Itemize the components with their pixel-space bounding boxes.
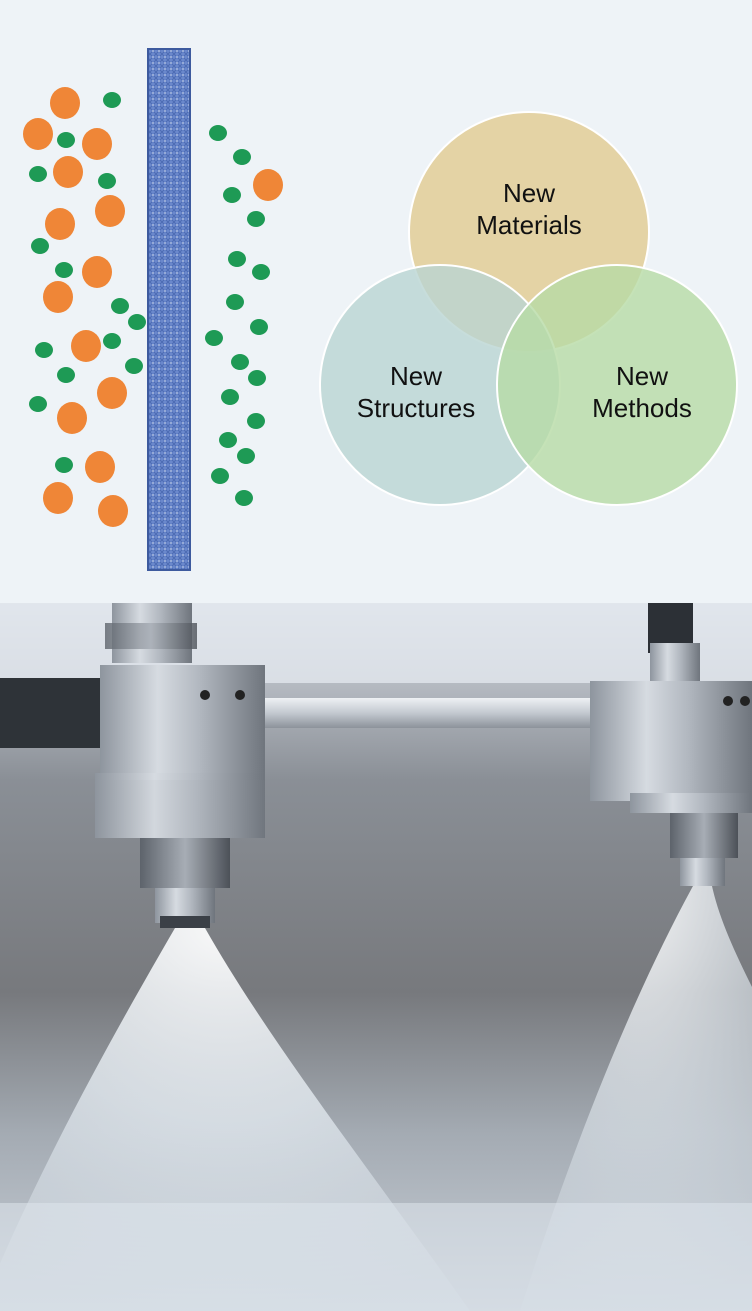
large-particle	[57, 402, 87, 434]
venn-label-structures-line2: Structures	[357, 393, 476, 423]
spray-nozzle-photo	[0, 603, 752, 1311]
small-particle	[57, 132, 75, 148]
small-particle	[247, 211, 265, 227]
small-particle	[31, 238, 49, 254]
left-manifold-block	[100, 665, 265, 780]
small-particle	[29, 396, 47, 412]
small-particle	[233, 149, 251, 165]
large-particle	[97, 377, 127, 409]
mounting-rail	[230, 698, 650, 728]
spray-nozzle-illustration	[0, 603, 752, 1311]
large-particle	[71, 330, 101, 362]
small-particle	[103, 92, 121, 108]
large-particle	[253, 169, 283, 201]
membrane-filter	[147, 48, 191, 571]
small-particle	[248, 370, 266, 386]
small-particle	[98, 173, 116, 189]
particle-field	[23, 87, 283, 527]
large-particle	[98, 495, 128, 527]
floor-haze	[0, 1203, 752, 1311]
venn-label-materials-line2: Materials	[476, 210, 581, 240]
small-particle	[209, 125, 227, 141]
small-particle	[237, 448, 255, 464]
left-port-hole-2	[235, 690, 245, 700]
right-nozzle-tip	[680, 858, 725, 886]
small-particle	[231, 354, 249, 370]
left-port-hole	[200, 690, 210, 700]
small-particle	[235, 490, 253, 506]
large-particle	[23, 118, 53, 150]
small-particle	[29, 166, 47, 182]
small-particle	[103, 333, 121, 349]
venn-label-methods-line1: New	[616, 361, 668, 391]
filtration-concept-panel: New Materials New Structures New Methods	[0, 0, 752, 603]
large-particle	[50, 87, 80, 119]
small-particle	[111, 298, 129, 314]
small-particle	[55, 262, 73, 278]
large-particle	[85, 451, 115, 483]
left-hex-nut	[140, 838, 230, 888]
large-particle	[43, 482, 73, 514]
small-particle	[223, 187, 241, 203]
right-port-hole-2	[740, 696, 750, 706]
large-particle	[82, 256, 112, 288]
large-particle	[53, 156, 83, 188]
small-particle	[35, 342, 53, 358]
venn-circle-methods	[496, 264, 738, 506]
right-hex-nut	[670, 813, 738, 858]
venn-label-materials-line1: New	[503, 178, 555, 208]
small-particle	[57, 367, 75, 383]
small-particle	[226, 294, 244, 310]
small-particle	[211, 468, 229, 484]
venn-label-methods-line2: Methods	[592, 393, 692, 423]
left-nozzle-assembly	[95, 603, 265, 928]
small-particle	[125, 358, 143, 374]
venn-diagram: New Materials New Structures New Methods	[319, 111, 738, 506]
small-particle	[221, 389, 239, 405]
right-nozzle-assembly	[590, 603, 752, 886]
small-particle	[219, 432, 237, 448]
large-particle	[82, 128, 112, 160]
small-particle	[228, 251, 246, 267]
concept-diagram: New Materials New Structures New Methods	[23, 48, 738, 571]
right-port-hole	[723, 696, 733, 706]
small-particle	[252, 264, 270, 280]
large-particle	[45, 208, 75, 240]
small-particle	[128, 314, 146, 330]
small-particle	[247, 413, 265, 429]
small-particle	[55, 457, 73, 473]
large-particle	[95, 195, 125, 227]
venn-label-structures-line1: New	[390, 361, 442, 391]
small-particle	[205, 330, 223, 346]
small-particle	[250, 319, 268, 335]
large-particle	[43, 281, 73, 313]
